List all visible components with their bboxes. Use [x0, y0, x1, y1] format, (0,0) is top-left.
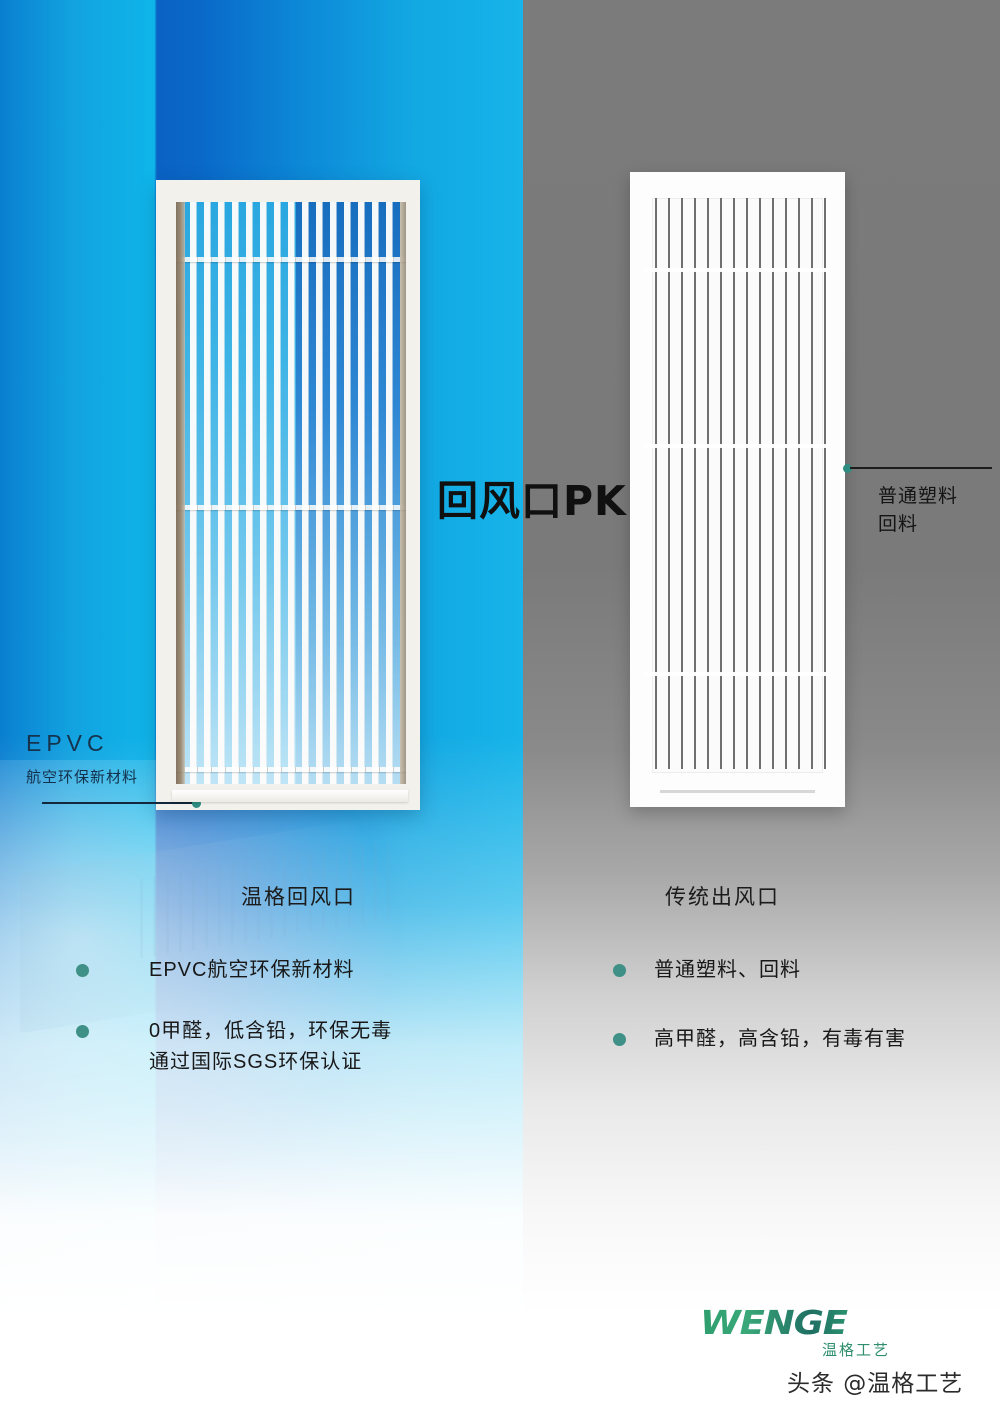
bullet-dot-icon	[76, 1025, 89, 1038]
grille-bottom-edge-left	[172, 790, 408, 802]
bullet-dot-icon	[613, 964, 626, 977]
brand-logo-wordmark: WENGE	[700, 1306, 913, 1339]
feature-text: 0甲醛，低含铅，环保无毒通过国际SGS环保认证	[149, 1020, 393, 1073]
grille-blades-left	[176, 202, 406, 784]
callout-epvc-subline: 航空环保新材料	[26, 768, 139, 786]
grille-crossbar-top	[176, 257, 406, 262]
grille-blades-right	[644, 198, 829, 769]
feature-list-left: EPVC航空环保新材料 0甲醛，低含铅，环保无毒通过国际SGS环保认证	[76, 955, 496, 1108]
feature-text: EPVC航空环保新材料	[149, 959, 355, 981]
leader-line-dot-icon	[192, 799, 201, 808]
callout-epvc-headline: EPVC	[26, 730, 109, 756]
callout-plastic: 普通塑料 回料	[878, 483, 998, 538]
feature-text: 普通塑料、回料	[654, 959, 801, 981]
grille-right-rail	[400, 202, 406, 784]
grille-crossbar-middle	[176, 505, 406, 510]
grille-bottom-edge-right	[660, 790, 815, 793]
bullet-dot-icon	[76, 964, 89, 977]
watermark: 头条 @温格工艺	[787, 1371, 964, 1397]
grille-crossbar-bottom	[176, 767, 406, 772]
grille-right-crossbar-bottom	[644, 672, 829, 676]
list-item: EPVC航空环保新材料	[76, 955, 496, 986]
list-item: 0甲醛，低含铅，环保无毒通过国际SGS环保认证	[76, 1016, 496, 1078]
grille-right-crossbar-top	[644, 268, 829, 272]
list-item: 高甲醛，高含铅，有毒有害	[613, 1024, 993, 1055]
grille-left-rail	[176, 202, 185, 784]
callout-plastic-line-2: 回料	[878, 513, 919, 535]
callout-plastic-leader-line	[843, 464, 993, 473]
leader-line-dot-icon	[843, 464, 852, 473]
product-image-wenge-grille	[156, 180, 420, 810]
page-title: 回风口PK	[437, 477, 627, 525]
grille-face-left	[176, 202, 406, 784]
callout-epvc: EPVC 航空环保新材料	[26, 730, 266, 787]
feature-text: 高甲醛，高含铅，有毒有害	[654, 1028, 906, 1050]
callout-epvc-leader-line	[42, 799, 208, 808]
callout-plastic-line-1: 普通塑料	[878, 486, 959, 507]
grille-right-crossbar-middle	[644, 444, 829, 448]
brand-logo: WENGE 温格工艺	[700, 1306, 890, 1359]
bullet-dot-icon	[613, 1033, 626, 1046]
caption-right-product: 传统出风口	[665, 886, 780, 909]
leader-line-stroke	[42, 802, 194, 804]
product-image-traditional-grille	[630, 172, 845, 807]
leader-line-stroke	[850, 467, 992, 469]
brand-logo-chinese: 温格工艺	[821, 1342, 890, 1359]
list-item: 普通塑料、回料	[613, 955, 993, 986]
feature-list-right: 普通塑料、回料 高甲醛，高含铅，有毒有害	[613, 955, 993, 1093]
caption-left-product: 温格回风口	[241, 886, 356, 909]
